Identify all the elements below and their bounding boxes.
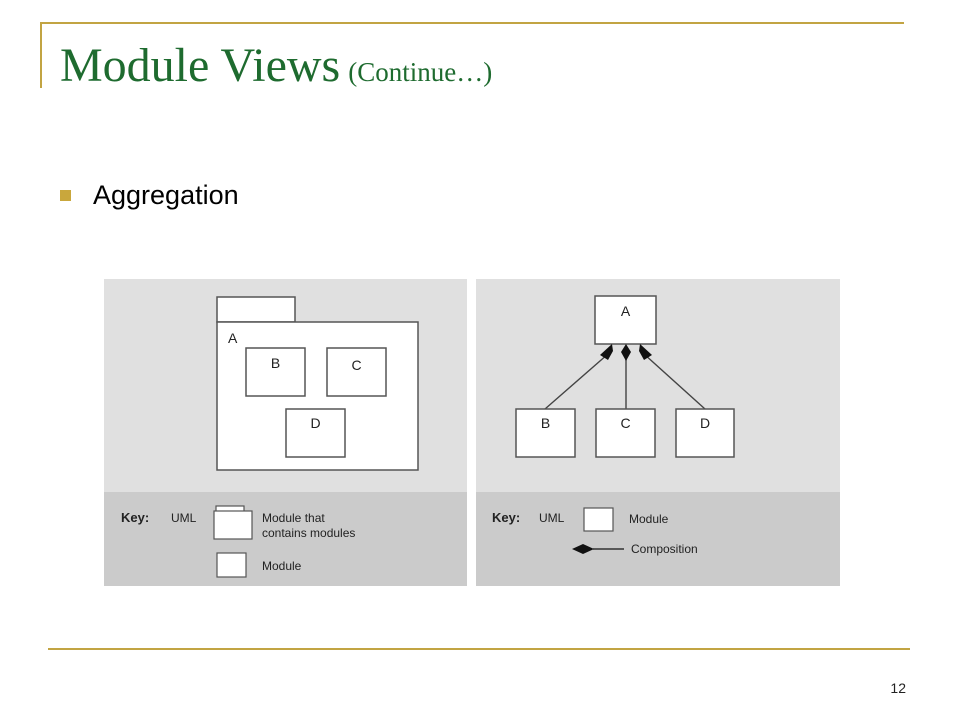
module-b-label: B xyxy=(271,355,280,371)
child-module-d xyxy=(675,408,735,458)
right-key-area xyxy=(476,492,840,586)
composition-line-b xyxy=(544,353,609,410)
composition-diamond-c xyxy=(621,344,631,361)
bullet-text: Aggregation xyxy=(93,180,239,210)
module-d-label: D xyxy=(310,415,320,431)
page-number: 12 xyxy=(890,680,906,696)
child-d-label: D xyxy=(700,415,710,431)
legend-module-icon xyxy=(216,552,247,578)
child-b-label: B xyxy=(541,415,550,431)
child-module-b xyxy=(515,408,576,458)
bullet-square-icon xyxy=(60,190,71,201)
composition-diamond-d xyxy=(639,344,652,360)
package-tab xyxy=(216,296,296,323)
container-label: A xyxy=(228,330,238,346)
frame-bottom-rule xyxy=(48,648,910,650)
left-panel: A B C D Key: UML Module that contains mo… xyxy=(104,279,467,586)
title-suffix: (Continue…) xyxy=(348,57,493,87)
child-module-c xyxy=(595,408,656,458)
slide-title: Module Views(Continue…) xyxy=(60,38,492,93)
composition-diamond-b xyxy=(600,344,613,360)
composition-line-d xyxy=(643,353,706,410)
right-panel: A B C D Key: UML Module Composition xyxy=(476,279,840,586)
frame-left-rule xyxy=(40,22,42,88)
module-c-label: C xyxy=(351,357,361,373)
module-c xyxy=(326,347,387,397)
right-key-label: Key: xyxy=(492,510,520,525)
legend-composition-diamond-icon xyxy=(572,544,594,554)
child-c-label: C xyxy=(620,415,630,431)
left-key-notation: UML xyxy=(171,511,197,525)
legend-module-label: Module xyxy=(262,559,302,573)
bullet-item: Aggregation xyxy=(60,180,239,211)
parent-module-label: A xyxy=(621,303,631,319)
legend-package-line1: Module that xyxy=(262,511,325,525)
left-key-label: Key: xyxy=(121,510,149,525)
right-key-notation: UML xyxy=(539,511,565,525)
legend-module-label-right: Module xyxy=(629,512,669,526)
legend-package-icon xyxy=(213,510,253,540)
title-main: Module Views xyxy=(60,39,341,92)
legend-module-icon-right xyxy=(583,507,614,532)
legend-composition-label: Composition xyxy=(631,542,698,556)
module-d xyxy=(285,408,346,458)
left-key-area xyxy=(104,492,467,586)
frame-top-rule xyxy=(40,22,904,24)
module-b xyxy=(245,347,306,397)
parent-module-a xyxy=(594,295,657,345)
legend-package-line2: contains modules xyxy=(262,526,355,540)
